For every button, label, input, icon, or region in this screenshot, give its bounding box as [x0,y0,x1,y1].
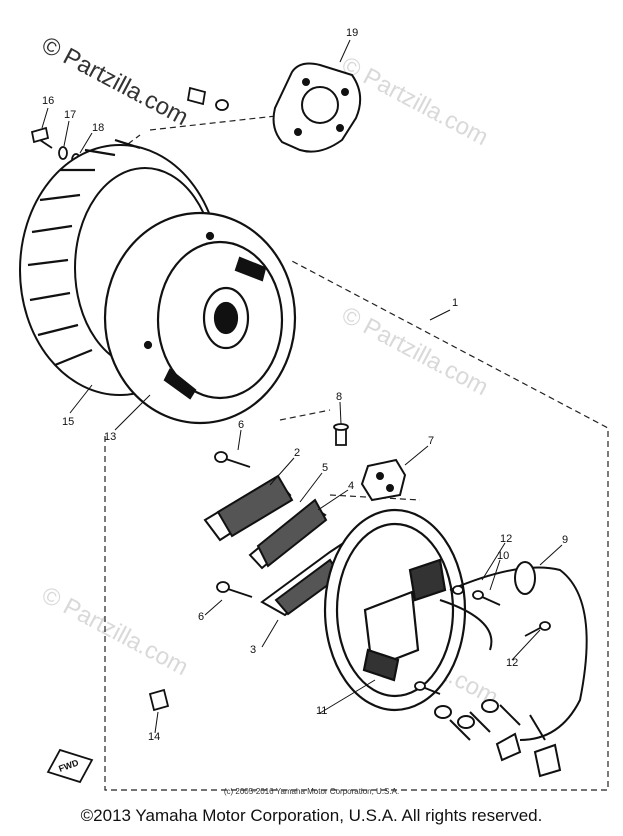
part-6-screw-lower [216,581,253,598]
part-9-connectors [434,699,562,778]
fwd-arrow-icon: FWD [46,748,94,784]
part-19-plate [272,62,362,153]
part-4-5-coil [248,498,328,570]
part-12-screw-top [452,585,464,595]
callout-7: 7 [428,435,434,447]
part-12-screw-right [524,621,551,637]
part-13-rotor [103,211,297,425]
callout-18: 18 [92,122,104,134]
part-16-bolt [30,126,53,149]
callout-6-lower: 6 [198,611,204,623]
part-3-coil [260,539,347,617]
part-8-bolt [333,423,349,446]
part-10-bolt [472,590,501,606]
watermark-mid-right: © Partzilla.com [337,301,492,401]
callout-17: 17 [64,109,76,121]
footer-copyright: ©2013 Yamaha Motor Corporation, U.S.A. A… [80,806,543,825]
part-14-bolt [148,688,170,712]
callout-2: 2 [294,447,300,459]
callout-16: 16 [42,95,54,107]
part-11-stator-base [323,508,467,712]
callout-labels: 19 16 17 18 1 15 13 6 8 7 2 5 4 12 10 9 … [42,27,568,743]
callout-14: 14 [148,731,160,743]
callout-5: 5 [322,462,328,474]
callout-11: 11 [316,705,327,717]
part-9-wire-harness [439,561,588,741]
callout-13: 13 [104,431,116,443]
inner-copyright-text: (c) 2005-2016 Yamaha Motor Corporation, … [223,787,400,796]
part-12-screw-bottom [414,681,441,695]
callout-10: 10 [497,550,509,562]
callout-6-upper: 6 [238,419,244,431]
callout-19: 19 [346,27,358,39]
callout-9: 9 [562,534,568,546]
part-6-screw-upper [214,451,251,468]
callout-1: 1 [452,297,458,309]
watermark-top-left: © Partzilla.com [37,31,192,131]
callout-12-top: 12 [500,533,512,545]
callout-12-right: 12 [506,657,518,669]
part-17-washer [58,146,68,160]
callout-8: 8 [336,391,342,403]
callout-15: 15 [62,416,74,428]
part-2-coil [203,474,294,542]
part-7-connector [360,458,407,502]
part-small-bolts-top [186,86,229,111]
watermark-mid-left: © Partzilla.com [37,581,192,681]
callout-4: 4 [348,480,354,492]
leader-lines [41,39,563,734]
callout-3: 3 [250,644,256,656]
